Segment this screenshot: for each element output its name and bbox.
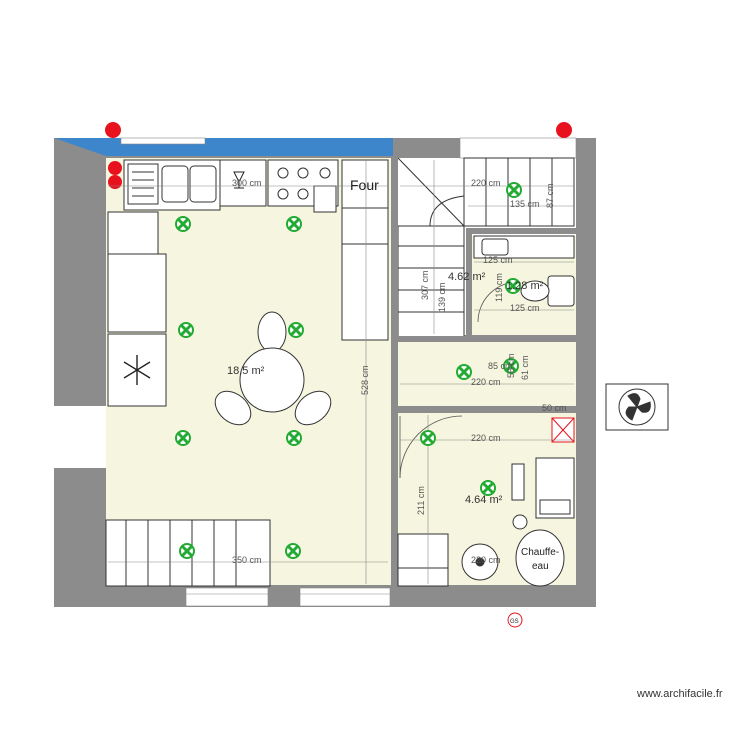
utility-room-area: 4.64 m² bbox=[465, 494, 503, 506]
dim-wc-bottom: 125 cm bbox=[510, 303, 540, 313]
wc-fixtures bbox=[473, 235, 575, 307]
dim-hall-small: 85 cm bbox=[488, 361, 513, 371]
snowflake-icon bbox=[123, 355, 151, 385]
gas-meter-icon: GS bbox=[507, 612, 523, 628]
green-lights bbox=[175, 182, 522, 559]
upper-stairs bbox=[397, 157, 575, 339]
dim-main-height: 528 cm bbox=[360, 365, 370, 395]
dim-stair-height: 307 cm bbox=[420, 270, 430, 300]
dim-wc-height: 119 cm bbox=[494, 273, 504, 302]
dim-stair-top: 220 cm bbox=[471, 178, 501, 188]
main-room-area: 18.5 m² bbox=[227, 365, 265, 377]
gas-meter-label: GS bbox=[510, 619, 519, 625]
dim-stair-inner: 135 cm bbox=[510, 199, 540, 209]
wine-glass-icon bbox=[233, 171, 245, 189]
dimension-lines bbox=[108, 160, 574, 584]
wc-room-area: 1.28 m² bbox=[506, 280, 544, 292]
fan-icon bbox=[605, 383, 669, 431]
dim-hall-step: 50 cm bbox=[542, 403, 567, 413]
dim-hall-width: 220 cm bbox=[471, 377, 501, 387]
dim-util-height: 211 cm bbox=[416, 486, 426, 515]
dim-hall-v1: 56 cm bbox=[506, 353, 516, 378]
dim-wc-top: 125 cm bbox=[483, 255, 513, 265]
red-points bbox=[105, 122, 572, 189]
dim-main-width: 350 cm bbox=[232, 555, 262, 565]
lower-stairs bbox=[105, 519, 271, 587]
dim-util-bottom: 220 cm bbox=[471, 555, 501, 565]
dim-kitchen-top: 300 cm bbox=[232, 178, 262, 188]
dim-stair-inner-height: 139 cm bbox=[437, 282, 447, 312]
dining-table bbox=[214, 311, 332, 426]
water-heater-label-1: Chauffe- bbox=[521, 547, 559, 558]
watermark: www.archifacile.fr bbox=[636, 688, 723, 700]
windows bbox=[54, 137, 577, 607]
oven-label: Four bbox=[350, 177, 379, 193]
dim-util-width: 220 cm bbox=[471, 433, 501, 443]
stair-room-area: 4.62 m² bbox=[448, 271, 486, 283]
dim-hall-v2: 61 cm bbox=[520, 355, 530, 380]
water-heater-label-2: eau bbox=[532, 561, 549, 572]
utility-fixtures bbox=[397, 417, 575, 587]
dim-stair-side: 87 cm bbox=[545, 183, 555, 208]
partitions bbox=[391, 158, 596, 585]
